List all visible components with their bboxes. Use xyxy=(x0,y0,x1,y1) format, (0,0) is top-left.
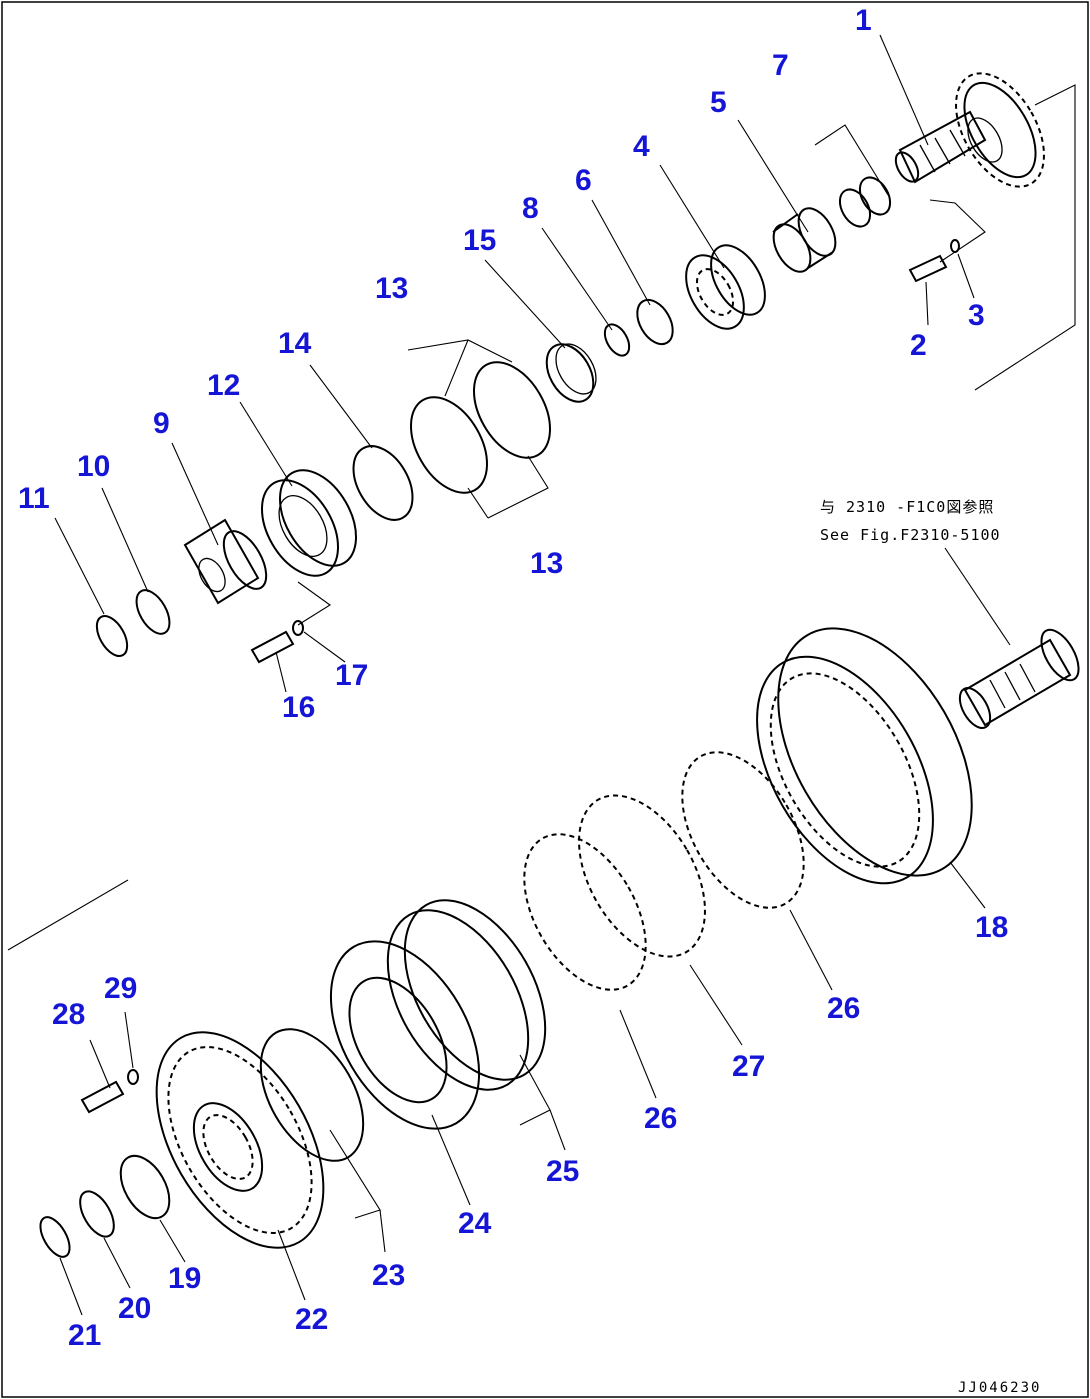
part-22-cover xyxy=(155,1031,325,1249)
part-number: 26 xyxy=(644,1102,677,1135)
part-number: 20 xyxy=(118,1292,151,1325)
part-11-ring xyxy=(95,615,129,657)
part-26-disc-lower xyxy=(523,833,647,991)
part-20-ring xyxy=(79,1190,115,1238)
part-number: 7 xyxy=(772,49,789,82)
part-number: 22 xyxy=(295,1303,328,1336)
drawing-code: JJ046230 xyxy=(958,1380,1041,1396)
part-number: 3 xyxy=(968,299,985,332)
part-13-shims xyxy=(410,361,551,494)
part-number: 9 xyxy=(153,407,170,440)
part-14-ring xyxy=(352,445,414,521)
part-5-sleeve xyxy=(772,207,837,273)
part-number: 27 xyxy=(732,1050,765,1083)
part-number: 8 xyxy=(522,192,539,225)
part-number: 29 xyxy=(104,972,137,1005)
part-25-rings xyxy=(386,899,547,1091)
part-number: 17 xyxy=(335,659,368,692)
part-10-ring xyxy=(135,589,171,635)
part-number: 5 xyxy=(710,86,727,119)
part-19-nut xyxy=(119,1154,171,1220)
part-number: 26 xyxy=(827,992,860,1025)
part-number-labels: 1 2 3 4 5 6 7 8 9 10 11 12 13 13 14 15 1… xyxy=(18,4,1008,1352)
part-8-snap-ring xyxy=(603,323,631,357)
part-number: 13 xyxy=(375,272,408,305)
referenced-shaft xyxy=(958,628,1080,729)
part-number: 18 xyxy=(975,911,1008,944)
part-9-coupling xyxy=(183,518,268,605)
part-number: 28 xyxy=(52,998,85,1031)
part-number: 14 xyxy=(278,327,312,360)
part-7-rings xyxy=(838,176,892,228)
part-number: 2 xyxy=(910,329,927,362)
part-6-ring xyxy=(636,298,674,346)
reference-note-en: See Fig.F2310-5100 xyxy=(820,526,1001,544)
part-17-washer xyxy=(292,620,304,636)
part-number: 1 xyxy=(855,4,872,37)
part-16-bolt xyxy=(250,630,295,664)
part-26-disc-upper xyxy=(681,751,805,909)
part-number: 23 xyxy=(372,1259,405,1292)
part-28-bolt xyxy=(80,1080,125,1114)
part-number: 24 xyxy=(458,1207,492,1240)
part-2-bolt xyxy=(908,254,948,283)
part-number: 13 xyxy=(530,547,563,580)
part-1-shaft-gear xyxy=(894,72,1045,188)
leader-lines xyxy=(54,34,1011,1316)
part-4-bearing xyxy=(685,244,766,330)
part-number: 25 xyxy=(546,1155,579,1188)
part-21-ring xyxy=(39,1216,71,1258)
part-number: 12 xyxy=(207,369,240,402)
part-18-housing xyxy=(756,627,973,885)
part-23-seal xyxy=(259,1028,365,1162)
construction-lines xyxy=(7,84,1076,951)
part-12-cage xyxy=(261,469,357,577)
part-24-piston xyxy=(329,940,481,1130)
part-number: 4 xyxy=(633,130,650,163)
part-29-washer xyxy=(127,1069,139,1085)
part-27-plate xyxy=(578,794,706,958)
reference-note-jp: 与 2310 -F1C0図参照 xyxy=(820,498,994,516)
part-number: 11 xyxy=(18,482,50,515)
part-number: 16 xyxy=(282,691,315,724)
part-number: 15 xyxy=(463,224,496,257)
part-number: 6 xyxy=(575,164,592,197)
part-number: 21 xyxy=(68,1319,101,1352)
part-number: 19 xyxy=(168,1262,201,1295)
part-15-ring xyxy=(545,343,597,403)
part-number: 10 xyxy=(77,450,110,483)
